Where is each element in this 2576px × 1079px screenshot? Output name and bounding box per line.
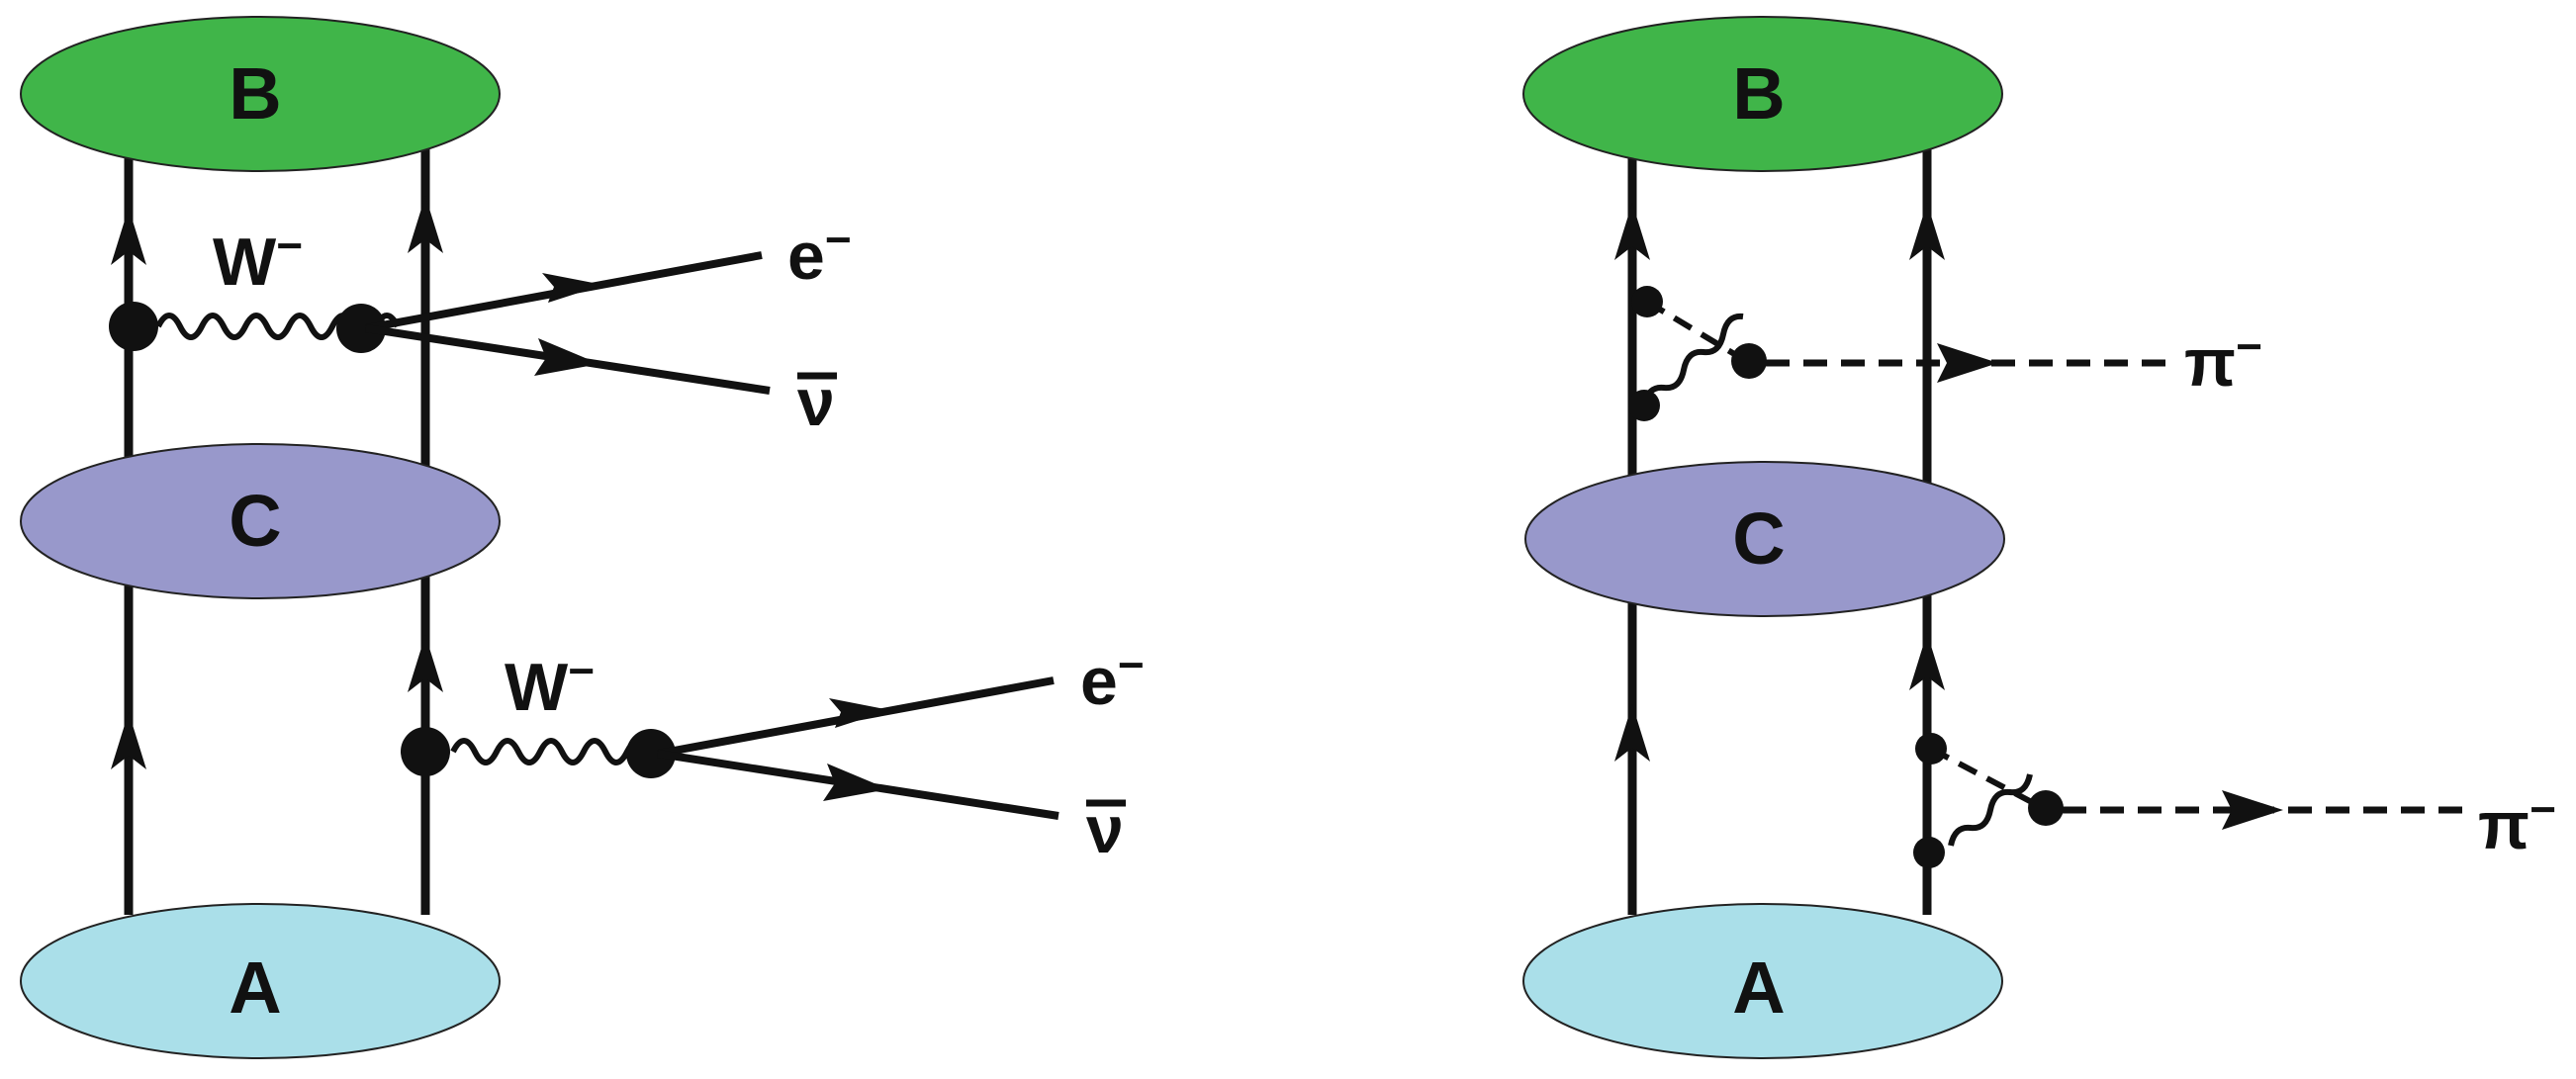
right-upper-vertex-2 [1628, 390, 1660, 421]
right-upper-vertex-3 [1731, 343, 1767, 379]
right-arrow-icon [1614, 203, 1650, 260]
right-upper-wavy-line [1641, 313, 1744, 406]
right-arrow-icon [1909, 633, 1945, 690]
left-lower-electron-label: e− [1080, 639, 1145, 719]
right-blob-b-label: B [1732, 52, 1785, 135]
left-upper-w-label: W− [213, 220, 303, 300]
right-lower-vertex-1 [1915, 733, 1947, 764]
right-lower-dashed-vertex-line [1929, 746, 2045, 811]
left-arrow-icon [823, 764, 888, 801]
left-lower-vertex-2 [626, 729, 676, 778]
right-upper-dashed-vertex-line [1645, 299, 1748, 364]
left-diagram: B C A W− e− ν W− e− ν [20, 16, 1145, 1059]
left-blob-a-label: A [229, 946, 281, 1029]
left-arrow-icon [111, 712, 146, 769]
left-blob-c-label: C [229, 480, 281, 562]
right-diagram: B C A π− π− [1522, 16, 2556, 1059]
right-lower-vertex-3 [2028, 790, 2064, 826]
left-upper-vertex-2 [336, 304, 386, 353]
right-arrow-icon [1614, 704, 1650, 762]
left-arrow-icon [408, 196, 443, 253]
right-arrow-icon [1909, 203, 1945, 260]
right-blob-c [1524, 461, 2005, 617]
right-lower-vertex-2 [1913, 837, 1945, 868]
right-upper-vertex-1 [1631, 286, 1663, 317]
right-upper-pion-label: π− [2184, 320, 2262, 401]
right-arrow-icon [1937, 343, 1998, 383]
right-blob-c-label: C [1732, 497, 1785, 580]
left-arrow-icon [542, 273, 603, 303]
right-blob-a [1522, 903, 2003, 1059]
left-upper-vertex-1 [109, 302, 158, 351]
left-arrow-icon [829, 698, 890, 728]
left-arrow-icon [408, 635, 443, 692]
right-lower-pion-label: π− [2478, 783, 2556, 863]
left-arrow-icon [534, 338, 599, 376]
right-blob-b [1522, 16, 2003, 172]
left-upper-electron-label: e− [787, 214, 852, 294]
left-blob-a [20, 903, 501, 1059]
right-blob-a-label: A [1732, 946, 1785, 1029]
left-blob-b-label: B [229, 52, 281, 135]
right-lower-wavy-line [1948, 773, 2033, 847]
right-arrow-icon [2222, 790, 2283, 830]
left-blob-c [20, 443, 501, 599]
left-lower-w-label: W− [505, 645, 595, 725]
left-blob-b [20, 16, 501, 172]
left-lower-vertex-1 [401, 727, 450, 776]
left-arrow-icon [111, 208, 146, 265]
